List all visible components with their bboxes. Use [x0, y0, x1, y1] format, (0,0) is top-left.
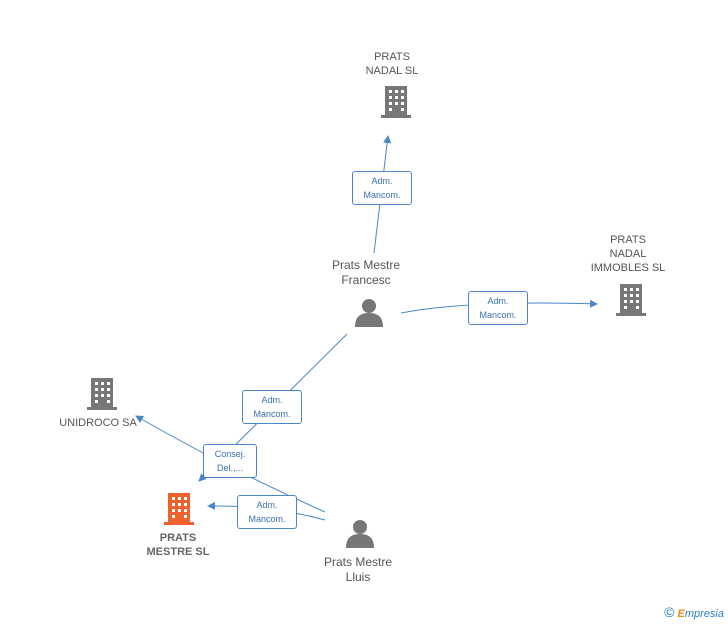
- brand-initial: E: [677, 608, 685, 620]
- company-label-unidroco-sa[interactable]: UNIDROCO SA: [59, 416, 137, 430]
- label-line: UNIDROCO SA: [59, 417, 137, 429]
- company-label-prats-mestre-sl[interactable]: PRATS MESTRE SL: [147, 531, 210, 559]
- label-line: IMMOBLES SL: [590, 262, 666, 274]
- person-icon[interactable]: [355, 299, 383, 327]
- copyright-symbol: ©: [664, 604, 675, 620]
- person-label-prats-mestre-francesc[interactable]: Prats Mestre Francesc: [332, 258, 400, 288]
- relation-line: Adm.: [371, 176, 393, 186]
- relation-line: Adm.: [261, 395, 283, 405]
- label-line: PRATS: [159, 532, 197, 544]
- relation-box-adm-mancom[interactable]: Adm. Mancom.: [468, 291, 528, 325]
- brand-name: mpresia: [684, 608, 724, 620]
- relation-line: Adm.: [256, 500, 278, 510]
- building-icon[interactable]: [381, 86, 411, 118]
- building-icon[interactable]: [616, 284, 646, 316]
- footer-brand[interactable]: © Empresia: [664, 604, 724, 620]
- label-line: PRATS: [374, 51, 410, 63]
- relation-line: Mancom.: [363, 190, 401, 200]
- label-line: Prats Mestre: [331, 258, 401, 272]
- relation-line: Consej.: [214, 449, 246, 459]
- person-label-prats-mestre-lluis[interactable]: Prats Mestre Lluis: [324, 555, 392, 585]
- building-icon[interactable]: [87, 378, 117, 410]
- relation-line: Mancom.: [253, 409, 291, 419]
- company-label-prats-nadal-sl[interactable]: PRATS NADAL SL: [366, 50, 419, 78]
- relation-box-adm-mancom[interactable]: Adm. Mancom.: [242, 390, 302, 424]
- relation-line: Adm.: [487, 296, 509, 306]
- person-icon[interactable]: [346, 520, 374, 548]
- label-line: NADAL: [609, 248, 647, 260]
- label-line: Prats Mestre: [323, 555, 393, 569]
- label-line: MESTRE SL: [146, 546, 210, 558]
- focus-building-icon[interactable]: [164, 493, 194, 525]
- label-line: Lluis: [345, 570, 371, 584]
- relation-box-consej-del[interactable]: Consej. Del.,...: [203, 444, 257, 478]
- relation-line: Del.,...: [216, 463, 243, 473]
- relation-line: Mancom.: [479, 310, 517, 320]
- relation-box-adm-mancom[interactable]: Adm. Mancom.: [237, 495, 297, 529]
- relation-line: Mancom.: [248, 514, 286, 524]
- company-label-prats-nadal-immobles-sl[interactable]: PRATS NADAL IMMOBLES SL: [591, 233, 666, 275]
- label-line: NADAL SL: [365, 65, 419, 77]
- label-line: Francesc: [341, 273, 391, 287]
- label-line: PRATS: [610, 234, 646, 246]
- relation-box-adm-mancom[interactable]: Adm. Mancom.: [352, 171, 412, 205]
